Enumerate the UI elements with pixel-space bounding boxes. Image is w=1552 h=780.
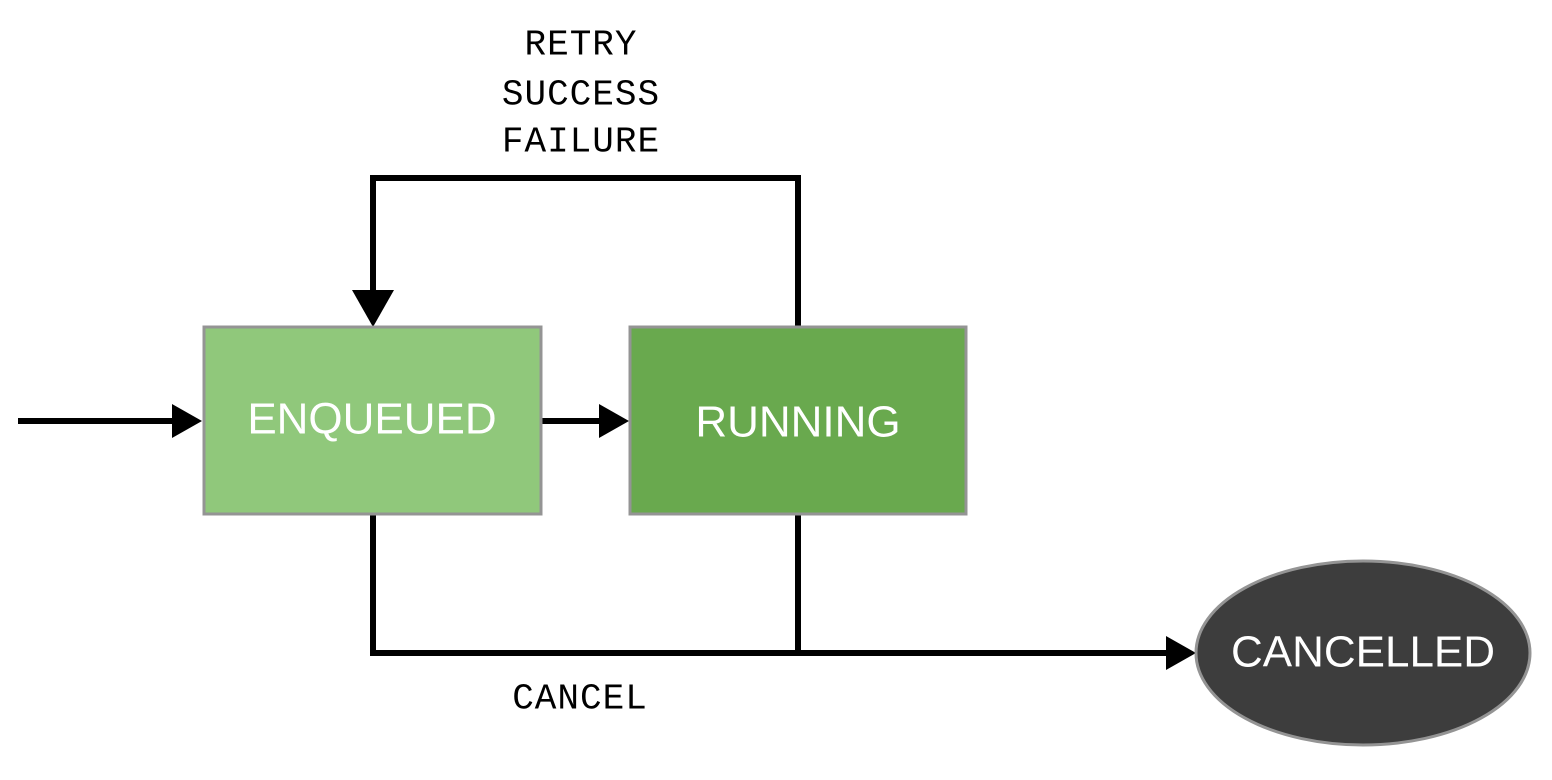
node-running-label: RUNNING: [695, 398, 900, 447]
edge-label-retry: RETRY: [524, 25, 637, 66]
edge-label-success: SUCCESS: [502, 75, 660, 116]
edge-enqueued-cancel-path: [370, 514, 1172, 656]
edge-running-to-enqueued-path: [370, 175, 801, 330]
node-cancelled-label: CANCELLED: [1231, 628, 1495, 677]
node-running[interactable]: RUNNING: [628, 325, 968, 516]
edge-running-to-enqueued-arrowhead: [352, 290, 394, 327]
edge-start-to-enqueued: [18, 404, 202, 438]
edge-label-group-retry-success-failure: RETRY SUCCESS FAILURE: [502, 25, 660, 163]
edge-to-cancelled: [370, 514, 1196, 670]
edge-start-to-enqueued-arrowhead: [172, 404, 202, 438]
node-enqueued[interactable]: ENQUEUED: [202, 325, 543, 516]
node-enqueued-label: ENQUEUED: [247, 395, 496, 444]
edge-label-failure: FAILURE: [502, 122, 660, 163]
node-cancelled-shape[interactable]: [1194, 559, 1532, 747]
edge-label-cancel: CANCEL: [512, 679, 648, 720]
edge-enqueued-to-running-arrowhead: [599, 404, 629, 438]
edge-to-cancelled-arrowhead: [1166, 636, 1196, 670]
node-running-shape[interactable]: [628, 325, 968, 516]
edge-running-to-enqueued: [352, 175, 801, 330]
node-enqueued-shape[interactable]: [202, 325, 543, 516]
edge-enqueued-to-running: [541, 404, 629, 438]
node-cancelled[interactable]: CANCELLED: [1194, 559, 1532, 747]
